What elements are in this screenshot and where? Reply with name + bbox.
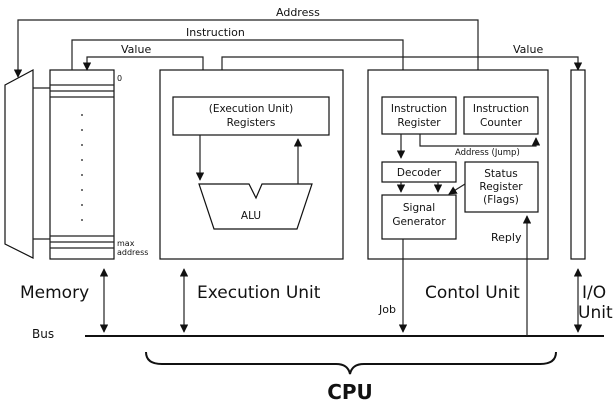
instruction-counter-line1: Instruction (473, 103, 529, 115)
io-unit-box (570, 69, 586, 260)
status-register-line2: Register (479, 181, 523, 193)
value-right-label: Value (513, 43, 543, 56)
instruction-label: Instruction (186, 26, 245, 39)
instruction-register-box (381, 96, 457, 135)
memory-addr-zero: 0 (117, 74, 122, 83)
signal-generator-line1: Signal (403, 202, 435, 214)
memory-max-address-1: max (117, 239, 135, 248)
status-register-line3: (Flags) (483, 194, 519, 206)
instruction-counter-box (463, 96, 539, 135)
io-unit: I/O Unit (570, 69, 613, 323)
signal-generator-box (381, 194, 457, 240)
address-jump-label: Address (Jump) (455, 148, 520, 158)
status-register-line1: Status (484, 168, 517, 180)
decoder-label: Decoder (397, 167, 442, 179)
memory-address-decoder (4, 68, 34, 259)
instruction-counter-line2: Counter (480, 117, 523, 129)
io-unit-label-line1: I/O (582, 283, 606, 303)
execution-unit-label: Execution Unit (197, 283, 321, 303)
bus-label: Bus (32, 327, 54, 341)
bus: Bus Job (32, 215, 604, 341)
memory-ellipsis (81, 114, 83, 221)
cpu-brace (145, 351, 557, 375)
eu-registers-box (172, 96, 330, 136)
cpu-group: CPU (145, 351, 557, 404)
eu-registers-line2: Registers (227, 117, 276, 129)
instruction-register-line1: Instruction (391, 103, 447, 115)
io-unit-label-line2: Unit (578, 303, 613, 323)
memory-block: 0 max address Memory (4, 68, 148, 303)
job-label: Job (378, 303, 396, 316)
control-unit-label: Contol Unit (425, 283, 520, 303)
status-register-box (464, 161, 539, 213)
value-left-label: Value (121, 43, 151, 56)
memory-array (49, 69, 115, 260)
signal-generator-line2: Generator (392, 216, 446, 228)
cpu-label: CPU (327, 380, 373, 404)
decoder-box (381, 161, 457, 183)
alu-label: ALU (241, 210, 261, 222)
execution-unit: (Execution Unit) Registers ALU Execution… (159, 69, 344, 303)
address-label: Address (276, 6, 320, 19)
memory-max-address-2: address (117, 248, 148, 257)
address-line: Address (13, 6, 479, 97)
reply-label: Reply (491, 231, 522, 244)
memory-label: Memory (20, 283, 89, 303)
instruction-register-line2: Register (397, 117, 441, 129)
alu-shape (198, 183, 313, 230)
control-unit: Instruction Register Instruction Counter… (367, 69, 549, 303)
eu-registers-line1: (Execution Unit) (209, 103, 293, 115)
